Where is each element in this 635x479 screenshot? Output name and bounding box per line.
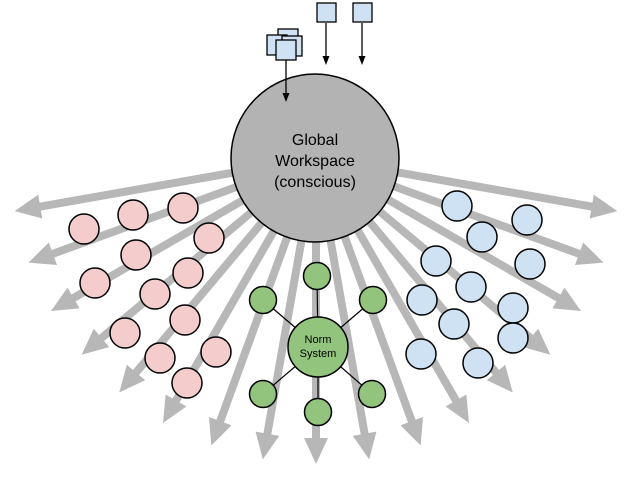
unconscious-node-blue (462, 347, 494, 379)
unconscious-node-pink (167, 192, 199, 224)
broadcast-arrow-head (81, 328, 110, 355)
input-square (352, 2, 373, 23)
broadcast-arrow-head (522, 328, 551, 355)
unconscious-node-pink (169, 304, 201, 336)
unconscious-node-blue (438, 308, 470, 340)
unconscious-node-pink (139, 278, 171, 310)
unconscious-node-blue (497, 322, 529, 354)
norm-system-circle (287, 316, 349, 378)
unconscious-node-pink (172, 257, 204, 289)
broadcast-arrow-head (400, 417, 424, 446)
input-arrow-head (282, 93, 290, 102)
unconscious-node-pink (109, 317, 141, 349)
norm-satellite-node (303, 397, 333, 427)
norm-satellite-node (248, 285, 278, 315)
unconscious-node-pink (193, 222, 225, 254)
broadcast-arrow-head (575, 242, 604, 266)
input-square-cluster-item (275, 39, 297, 61)
broadcast-arrow-head (163, 394, 187, 424)
broadcast-arrow-head (255, 431, 280, 460)
unconscious-node-blue (514, 248, 546, 280)
unconscious-node-blue (466, 221, 498, 253)
norm-satellite-node (248, 379, 278, 409)
input-arrow-head (358, 56, 366, 65)
broadcast-arrow-head (119, 364, 146, 393)
global-workspace-circle (230, 73, 400, 243)
unconscious-node-pink (79, 267, 111, 299)
unconscious-node-pink (171, 367, 203, 399)
broadcast-arrow-head (14, 194, 43, 219)
unconscious-node-pink (200, 336, 232, 368)
unconscious-node-pink (117, 199, 149, 231)
norm-satellite-node (357, 379, 387, 409)
norm-satellite-node (358, 285, 388, 315)
broadcast-arrow-head (589, 194, 618, 219)
unconscious-node-blue (455, 271, 487, 303)
unconscious-node-pink (68, 213, 100, 245)
unconscious-node-blue (441, 190, 473, 222)
input-square (316, 2, 337, 23)
broadcast-arrow-head (28, 242, 57, 266)
broadcast-arrow-head (552, 287, 582, 311)
unconscious-node-blue (405, 338, 437, 370)
broadcast-arrow-head (50, 287, 80, 311)
broadcast-arrow-head (352, 431, 377, 460)
unconscious-node-blue (497, 292, 529, 324)
unconscious-node-blue (406, 284, 438, 316)
unconscious-node-pink (120, 239, 152, 271)
broadcast-arrow-head (445, 394, 469, 424)
input-arrow-head (322, 56, 330, 65)
broadcast-arrow-head (304, 438, 328, 464)
unconscious-node-pink (144, 342, 176, 374)
unconscious-node-blue (420, 245, 452, 277)
broadcast-arrow-head (208, 417, 232, 446)
broadcast-arrow-head (486, 364, 513, 393)
unconscious-node-blue (511, 204, 543, 236)
norm-satellite-node (302, 261, 332, 291)
